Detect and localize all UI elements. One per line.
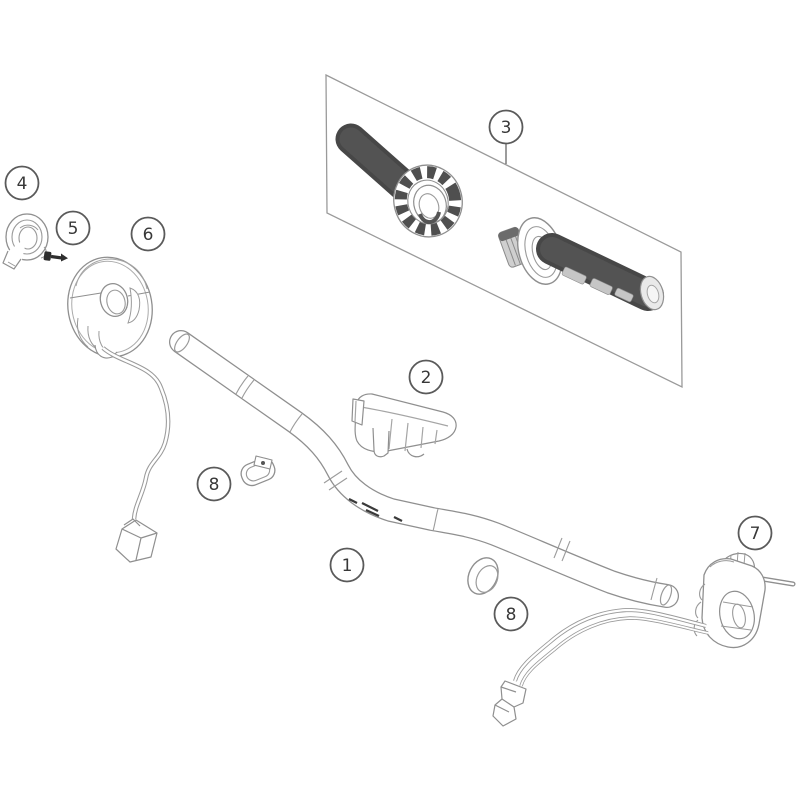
connector-right-icon [492, 680, 527, 727]
grip-right [498, 217, 665, 311]
handlebar-segment-lines [235, 375, 658, 601]
wire-right [492, 607, 709, 727]
grip-set-box-frame [325, 73, 683, 389]
callouts-layer: 1 2 3 4 5 6 7 8 8 [4, 109, 773, 632]
clamp-ring [2, 213, 49, 270]
callout-number: 1 [342, 556, 353, 576]
wire-left [101, 346, 171, 563]
knurled-flange-icon [394, 166, 462, 236]
callout-5: 5 [55, 210, 91, 246]
callout-6: 6 [130, 216, 166, 252]
throttle-cover [351, 393, 457, 458]
grip-label-patches [561, 266, 634, 303]
callout-number: 4 [17, 174, 28, 194]
screw [43, 251, 68, 262]
callout-circle [196, 466, 232, 502]
callout-number: 7 [750, 524, 761, 544]
handlebar [169, 330, 679, 608]
callout-circle [493, 596, 529, 632]
handlebar-knurl-marks [348, 498, 403, 522]
callout-number: 8 [506, 605, 517, 625]
callout-number: 3 [501, 118, 512, 138]
callout-8: 8 [493, 596, 529, 632]
callout-number: 2 [421, 368, 432, 388]
callout-1: 1 [329, 547, 365, 583]
callout-number: 5 [68, 219, 79, 239]
clamp-small-left [240, 455, 276, 487]
kill-switch [693, 551, 796, 649]
connector-left-icon [115, 518, 158, 563]
callout-circle [737, 515, 773, 551]
callout-circle [4, 165, 40, 201]
callout-2: 2 [408, 359, 444, 395]
callout-3: 3 [488, 109, 524, 164]
callout-circle [329, 547, 365, 583]
callout-4: 4 [4, 165, 40, 201]
callout-8: 8 [196, 466, 232, 502]
callout-7: 7 [737, 515, 773, 551]
throttle-grip-left [335, 123, 463, 238]
callout-circle [488, 109, 524, 145]
callout-circle [408, 359, 444, 395]
switch-housing [67, 256, 153, 359]
callout-circle [55, 210, 91, 246]
callout-circle [130, 216, 166, 252]
callout-number: 6 [143, 225, 154, 245]
callout-number: 8 [209, 475, 220, 495]
ring-collar-right [467, 557, 499, 595]
